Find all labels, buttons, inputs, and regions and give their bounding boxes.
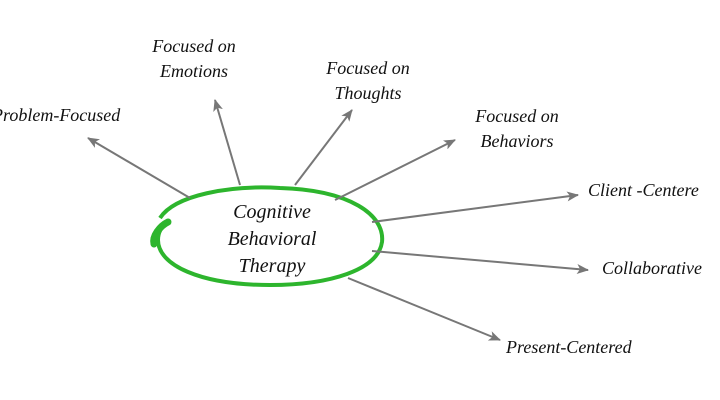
branch-line: Focused on (475, 106, 559, 126)
branch-present-centered: Present-Centered (506, 337, 632, 357)
arrow-problem-focused (87, 137, 191, 199)
branch-problem-focused: Problem-Focused (0, 105, 121, 125)
branch-emotions: Focused on Emotions (152, 34, 235, 84)
branch-thoughts: Focused on Thoughts (326, 56, 409, 106)
branch-line: Focused on (326, 58, 410, 78)
center-line: Behavioral (227, 228, 317, 250)
arrow-behaviors (334, 139, 456, 201)
center-node: Cognitive Behavioral Therapy (228, 199, 317, 280)
arrow-client-centered (371, 191, 579, 223)
center-line: Cognitive (233, 201, 311, 223)
arrow-thoughts (294, 109, 353, 186)
arrow-collaborative (371, 250, 589, 275)
arrow-present-centered (347, 277, 501, 341)
center-line: Therapy (238, 255, 306, 277)
branch-collaborative: Collaborative (602, 258, 702, 278)
branch-client-centered: Client -Centere (588, 180, 699, 200)
branch-line: Emotions (159, 61, 229, 81)
branch-line: Thoughts (334, 83, 402, 103)
branch-behaviors: Focused on Behaviors (475, 104, 558, 154)
arrow-emotions (213, 99, 241, 186)
branch-line: Behaviors (480, 131, 554, 151)
branch-line: Focused on (152, 36, 236, 56)
center-ring-tail (150, 218, 172, 248)
center-ring (155, 185, 385, 288)
